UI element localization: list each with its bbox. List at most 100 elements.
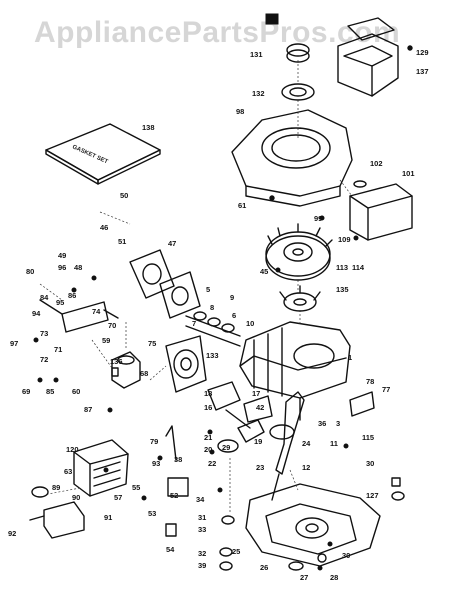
callout-99: 99 (314, 214, 322, 223)
callout-1: 1 (348, 353, 352, 362)
callout-91: 91 (104, 513, 112, 522)
callout-71: 71 (54, 345, 62, 354)
callout-11: 11 (330, 439, 338, 448)
callout-32: 32 (198, 549, 206, 558)
callout-80: 80 (26, 267, 34, 276)
callout-48: 48 (74, 263, 82, 272)
callout-101: 101 (402, 169, 415, 178)
flywheel (265, 223, 333, 281)
callout-26: 26 (260, 563, 268, 572)
callout-132: 132 (252, 89, 265, 98)
callout-49: 49 (58, 251, 66, 260)
callout-84: 84 (40, 293, 49, 302)
callout-96: 96 (58, 263, 66, 272)
callout-23: 23 (256, 463, 264, 472)
callout-55: 55 (132, 483, 140, 492)
callout-120: 120 (66, 445, 79, 454)
callout-42: 42 (256, 403, 264, 412)
callout-22: 22 (208, 459, 216, 468)
gasket-set-envelope: GASKET SET (45, 123, 161, 185)
watermark: AppliancePartsPros.com (34, 16, 400, 49)
callout-135: 135 (336, 285, 349, 294)
callout-85: 85 (46, 387, 54, 396)
callout-136: 136 (110, 357, 123, 366)
callout-29: 29 (222, 443, 230, 452)
callout-30-lower: 30 (342, 551, 350, 560)
crankshaft (269, 391, 305, 501)
callout-20: 20 (204, 445, 212, 454)
callout-52: 52 (170, 491, 178, 500)
engine-base (245, 483, 381, 567)
callout-5: 5 (206, 285, 210, 294)
callout-17: 17 (252, 389, 260, 398)
intake-plates (129, 249, 201, 319)
callout-74: 74 (92, 307, 101, 316)
callout-109: 109 (338, 235, 351, 244)
callout-113: 113 (336, 263, 348, 272)
callout-86: 86 (68, 291, 76, 300)
fuel-filter (29, 486, 85, 539)
callout-36: 36 (318, 419, 326, 428)
callout-53: 53 (148, 509, 156, 518)
callout-28: 28 (330, 573, 338, 582)
callout-78: 78 (366, 377, 374, 386)
callout-102: 102 (370, 159, 383, 168)
callout-72: 72 (40, 355, 48, 364)
callout-59: 59 (102, 336, 110, 345)
callout-60: 60 (72, 387, 80, 396)
callout-27: 27 (300, 573, 308, 582)
bottom-small-parts (165, 391, 405, 571)
callout-10: 10 (246, 319, 254, 328)
callout-137: 137 (416, 67, 429, 76)
callout-16: 16 (204, 403, 212, 412)
governor-linkage (39, 299, 119, 333)
callout-34: 34 (196, 495, 205, 504)
callout-12: 12 (302, 463, 310, 472)
callout-77: 77 (382, 385, 390, 394)
callout-93: 93 (152, 459, 160, 468)
callout-92: 92 (8, 529, 16, 538)
callout-61: 61 (238, 201, 246, 210)
callout-69: 69 (22, 387, 30, 396)
callout-89: 89 (52, 483, 60, 492)
callout-24: 24 (302, 439, 311, 448)
callout-6: 6 (232, 311, 236, 320)
callout-19: 19 (254, 437, 262, 446)
callout-38: 38 (174, 455, 182, 464)
callout-50: 50 (120, 191, 128, 200)
callout-94: 94 (32, 309, 41, 318)
callout-57: 57 (114, 493, 122, 502)
callout-46: 46 (100, 223, 108, 232)
callout-39: 39 (198, 561, 206, 570)
callout-33: 33 (198, 525, 206, 534)
callout-90: 90 (72, 493, 80, 502)
callout-138: 138 (142, 123, 155, 132)
callout-25: 25 (232, 547, 240, 556)
callout-95: 95 (56, 298, 64, 307)
callout-7: 7 (192, 319, 196, 328)
callout-63: 63 (64, 467, 72, 476)
callout-8: 8 (210, 303, 214, 312)
engine-block (239, 321, 351, 421)
callout-79: 79 (150, 437, 158, 446)
carburetor (111, 335, 207, 393)
recoil-starter-parts (265, 13, 315, 101)
hardware-dots (33, 45, 413, 571)
callout-18: 18 (204, 389, 212, 398)
blower-housing (231, 109, 353, 207)
callout-47: 47 (168, 239, 176, 248)
callout-70: 70 (108, 321, 116, 330)
callout-31: 31 (198, 513, 206, 522)
callout-114: 114 (352, 263, 365, 272)
callout-131: 131 (250, 50, 263, 59)
valve-spring-stack (185, 311, 241, 347)
callout-97: 97 (10, 339, 18, 348)
callout-54: 54 (166, 545, 175, 554)
callout-21: 21 (204, 433, 212, 442)
callout-labels: 138 129 131 132 137 98 102 101 50 46 61 … (8, 48, 429, 582)
callout-98: 98 (236, 107, 244, 116)
callout-133: 133 (206, 351, 219, 360)
callout-3: 3 (336, 419, 340, 428)
callout-51: 51 (118, 237, 126, 246)
callout-129: 129 (416, 48, 429, 57)
